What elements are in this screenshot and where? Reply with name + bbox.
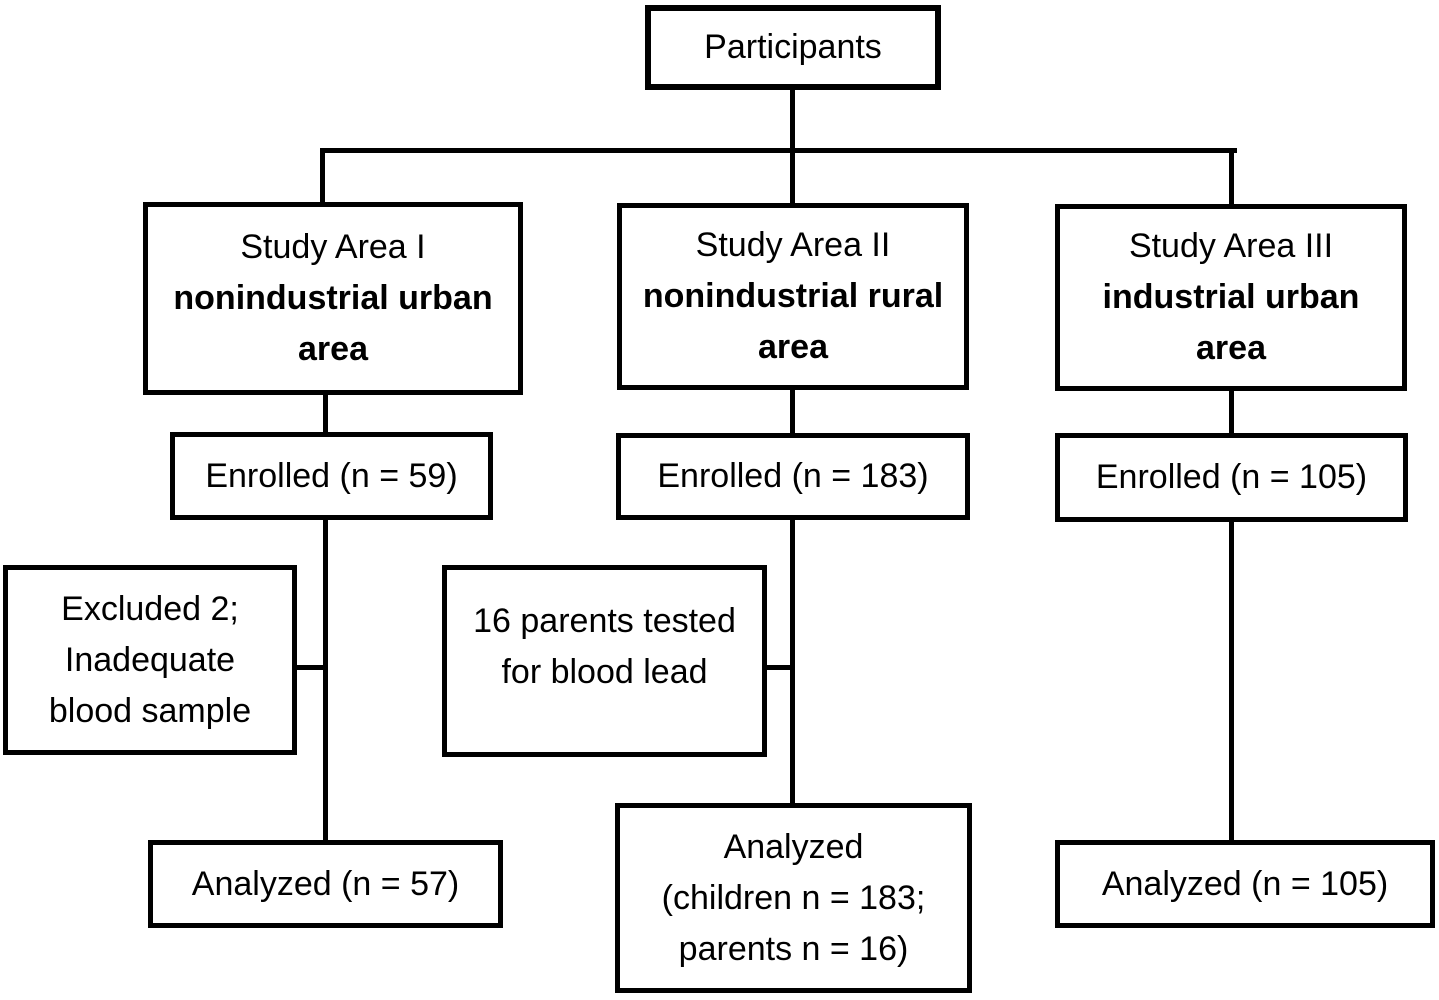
study-area-1-subtitle-2: area <box>298 330 368 368</box>
connector-split-bar <box>320 148 1237 153</box>
study-area-1-box: Study Area I nonindustrial urban area <box>143 202 523 395</box>
parents-tested-line-1: 16 parents tested <box>473 602 736 640</box>
connector-drop-study-area-1 <box>320 148 325 206</box>
connector-excluded-stub <box>294 665 328 670</box>
enrolled-1-label: Enrolled (n = 59) <box>205 456 458 495</box>
connector-enrolled1-analyzed1 <box>323 517 328 844</box>
connector-enrolled2-analyzed2 <box>790 517 795 807</box>
connector-drop-study-area-3 <box>1229 148 1234 208</box>
excluded-line-3: blood sample <box>48 691 252 730</box>
excluded-line-1: Excluded 2; <box>61 589 239 628</box>
connector-parents-tested-stub <box>764 665 795 670</box>
study-area-3-subtitle: industrial urban <box>1102 278 1360 316</box>
analyzed-2-box: Analyzed (children n = 183; parents n = … <box>615 803 972 993</box>
analyzed-1-label: Analyzed (n = 57) <box>191 864 460 903</box>
connector-study2-enrolled2 <box>790 387 795 437</box>
enrolled-1-box: Enrolled (n = 59) <box>170 432 493 520</box>
connector-study3-enrolled3 <box>1229 388 1234 437</box>
analyzed-2-line-1: Analyzed <box>723 827 864 866</box>
analyzed-3-box: Analyzed (n = 105) <box>1055 840 1435 928</box>
study-area-1-subtitle: nonindustrial urban <box>173 279 493 317</box>
analyzed-1-box: Analyzed (n = 57) <box>148 840 503 928</box>
enrolled-2-label: Enrolled (n = 183) <box>657 457 929 495</box>
parents-tested-line-2: for blood lead <box>501 653 708 691</box>
connector-drop-study-area-2 <box>790 148 795 207</box>
connector-participants-down <box>790 88 795 153</box>
study-area-3-title: Study Area III <box>1128 227 1334 265</box>
participants-label: Participants <box>704 28 882 66</box>
participants-box: Participants <box>645 5 941 90</box>
analyzed-3-label: Analyzed (n = 105) <box>1101 864 1389 903</box>
excluded-line-2: Inadequate <box>64 640 236 679</box>
connector-study1-enrolled1 <box>323 392 328 436</box>
analyzed-2-line-2: (children n = 183; <box>661 878 926 917</box>
study-area-2-box: Study Area II nonindustrial rural area <box>617 203 969 390</box>
connector-enrolled3-analyzed3 <box>1229 519 1234 844</box>
study-area-2-title: Study Area II <box>695 226 891 264</box>
study-area-3-box: Study Area III industrial urban area <box>1055 204 1407 391</box>
enrolled-3-label: Enrolled (n = 105) <box>1095 458 1368 496</box>
excluded-box: Excluded 2; Inadequate blood sample <box>3 565 297 755</box>
study-area-2-subtitle-2: area <box>758 328 828 366</box>
study-area-3-subtitle-2: area <box>1196 329 1266 367</box>
enrolled-2-box: Enrolled (n = 183) <box>616 433 970 520</box>
study-area-2-subtitle: nonindustrial rural <box>642 277 944 315</box>
study-area-1-title: Study Area I <box>240 228 426 266</box>
enrolled-3-box: Enrolled (n = 105) <box>1055 433 1408 522</box>
parents-tested-box: 16 parents tested for blood lead <box>442 565 767 757</box>
analyzed-2-line-3: parents n = 16) <box>678 929 909 968</box>
